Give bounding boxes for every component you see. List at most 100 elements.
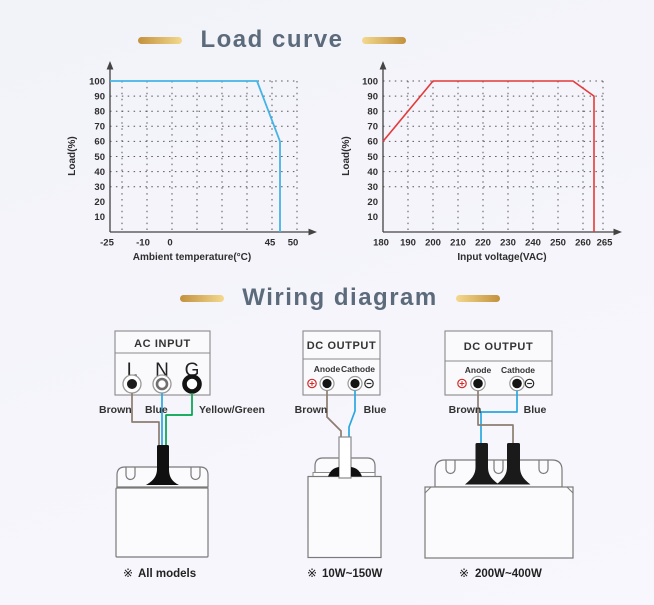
load-curve-heading: Load curve bbox=[0, 26, 544, 54]
x-tick: 200 bbox=[425, 238, 441, 249]
reference-mark-icon: ※ bbox=[123, 566, 133, 580]
terminal-neutral-icon bbox=[152, 374, 172, 394]
temperature-load-curve-line bbox=[110, 80, 281, 232]
x-tick: 220 bbox=[475, 238, 491, 249]
y-tick: 100 bbox=[362, 76, 378, 87]
gold-bar-icon bbox=[138, 36, 183, 44]
y-tick: 10 bbox=[367, 212, 378, 223]
voltage-load-curve-line bbox=[382, 80, 595, 232]
terminal-letter-L: L bbox=[127, 360, 138, 381]
grid-vertical bbox=[121, 81, 298, 230]
wire-yellow-green bbox=[165, 393, 193, 450]
grid-horizontal bbox=[383, 80, 604, 188]
y-axis-arrow-icon bbox=[106, 61, 114, 70]
wiring-diagram-dc-output-large: DC OUTPUT Anode Cathode Brown Blue ※ 200… bbox=[424, 330, 574, 580]
wire-label-yellow-green: Yellow/Green bbox=[199, 404, 265, 416]
load-chart-temperature: 100 90 80 70 60 50 40 30 20 10 -25 -10 0… bbox=[67, 61, 317, 263]
grid-vertical bbox=[407, 81, 604, 230]
wire-label-blue: Blue bbox=[364, 404, 387, 416]
x-tick: 210 bbox=[450, 238, 466, 249]
device-body bbox=[424, 486, 574, 559]
wire-label-brown: Brown bbox=[295, 404, 328, 416]
terminal-block-title: DC OUTPUT bbox=[464, 341, 534, 353]
wire-blue bbox=[480, 390, 518, 444]
x-tick: 260 bbox=[575, 238, 591, 249]
y-tick-labels: 100 90 80 70 60 50 40 30 20 10 bbox=[362, 76, 378, 223]
y-axis-label: Load(%) bbox=[341, 136, 352, 175]
anode-label: Anode bbox=[314, 364, 341, 374]
x-axis-label: Ambient temperature(°C) bbox=[133, 252, 251, 263]
terminal-block-title: DC OUTPUT bbox=[307, 340, 377, 352]
section-title-wiring: Wiring diagram bbox=[242, 284, 438, 311]
wire-label-blue: Blue bbox=[524, 404, 547, 416]
y-tick: 70 bbox=[367, 122, 378, 133]
y-tick: 20 bbox=[367, 197, 378, 208]
reference-mark-icon: ※ bbox=[459, 566, 469, 580]
diagram-caption: All models bbox=[138, 568, 196, 580]
wire-label-brown: Brown bbox=[99, 404, 132, 416]
x-tick: 180 bbox=[373, 238, 389, 249]
y-tick: 80 bbox=[94, 107, 105, 118]
wire-brown bbox=[477, 390, 514, 444]
y-tick: 60 bbox=[94, 137, 105, 148]
device-body bbox=[307, 475, 382, 559]
y-tick: 30 bbox=[367, 182, 378, 193]
axes bbox=[106, 61, 317, 236]
cover-slot-icon bbox=[445, 460, 456, 475]
y-tick: 60 bbox=[367, 137, 378, 148]
grid-horizontal bbox=[110, 80, 298, 188]
terminal-block-title: AC INPUT bbox=[134, 338, 191, 350]
plus-symbol-icon bbox=[457, 378, 467, 389]
y-tick: 20 bbox=[94, 197, 105, 208]
load-chart-voltage: 100 90 80 70 60 50 40 30 20 10 180 190 2… bbox=[341, 61, 622, 263]
device-body bbox=[115, 487, 209, 558]
wire-blue bbox=[348, 390, 356, 439]
x-tick-labels: -25 -10 0 45 50 bbox=[100, 238, 298, 249]
wire-label-brown: Brown bbox=[449, 404, 482, 416]
reference-mark-icon: ※ bbox=[307, 566, 317, 580]
anode-terminal-icon bbox=[470, 375, 486, 392]
terminal-ground-icon bbox=[182, 374, 202, 394]
y-tick: 90 bbox=[94, 91, 105, 102]
gold-bar-icon bbox=[361, 36, 406, 44]
diagram-caption: 200W~400W bbox=[475, 568, 542, 580]
cover-slot-icon bbox=[538, 460, 549, 475]
wire-brown bbox=[131, 393, 160, 450]
y-tick: 30 bbox=[94, 182, 105, 193]
x-tick: 190 bbox=[400, 238, 416, 249]
y-axis-label: Load(%) bbox=[67, 136, 78, 175]
cathode-label: Cathode bbox=[341, 364, 375, 374]
y-tick: 90 bbox=[367, 91, 378, 102]
wire-brown bbox=[326, 390, 342, 439]
y-tick: 50 bbox=[367, 152, 378, 163]
x-tick: -25 bbox=[100, 238, 114, 249]
anode-label: Anode bbox=[465, 365, 492, 375]
cable-gland-icon bbox=[146, 445, 179, 485]
body-corner-bevel bbox=[424, 486, 574, 494]
y-tick: 100 bbox=[89, 76, 105, 87]
gold-bar-icon bbox=[455, 294, 500, 302]
terminal-live-icon bbox=[122, 374, 142, 394]
y-tick: 10 bbox=[94, 212, 105, 223]
x-tick: 240 bbox=[525, 238, 541, 249]
wiring-diagram-ac-input: AC INPUT L N G Brown Blue Yellow/Green ※… bbox=[99, 330, 265, 580]
wiring-diagram-dc-output-small: DC OUTPUT Anode Cathode Brown Blue ※ 10W… bbox=[295, 330, 387, 580]
gland-shoulder-icon bbox=[328, 467, 339, 477]
cathode-terminal-icon bbox=[509, 375, 525, 392]
x-tick: -10 bbox=[136, 238, 150, 249]
x-axis-arrow-icon bbox=[613, 228, 622, 236]
cover-slot-icon bbox=[125, 467, 136, 481]
x-tick: 250 bbox=[550, 238, 566, 249]
cathode-label: Cathode bbox=[501, 365, 535, 375]
wire-label-blue: Blue bbox=[145, 404, 168, 416]
cover-slot-icon bbox=[493, 460, 504, 475]
minus-symbol-icon bbox=[364, 378, 374, 389]
x-tick: 50 bbox=[288, 238, 299, 249]
x-tick: 45 bbox=[265, 238, 276, 249]
x-axis-label: Input voltage(VAC) bbox=[457, 252, 546, 263]
cable-gland-icon bbox=[496, 443, 531, 485]
y-tick: 70 bbox=[94, 122, 105, 133]
wiring-heading: Wiring diagram bbox=[26, 284, 654, 312]
cathode-terminal-icon bbox=[347, 375, 363, 392]
